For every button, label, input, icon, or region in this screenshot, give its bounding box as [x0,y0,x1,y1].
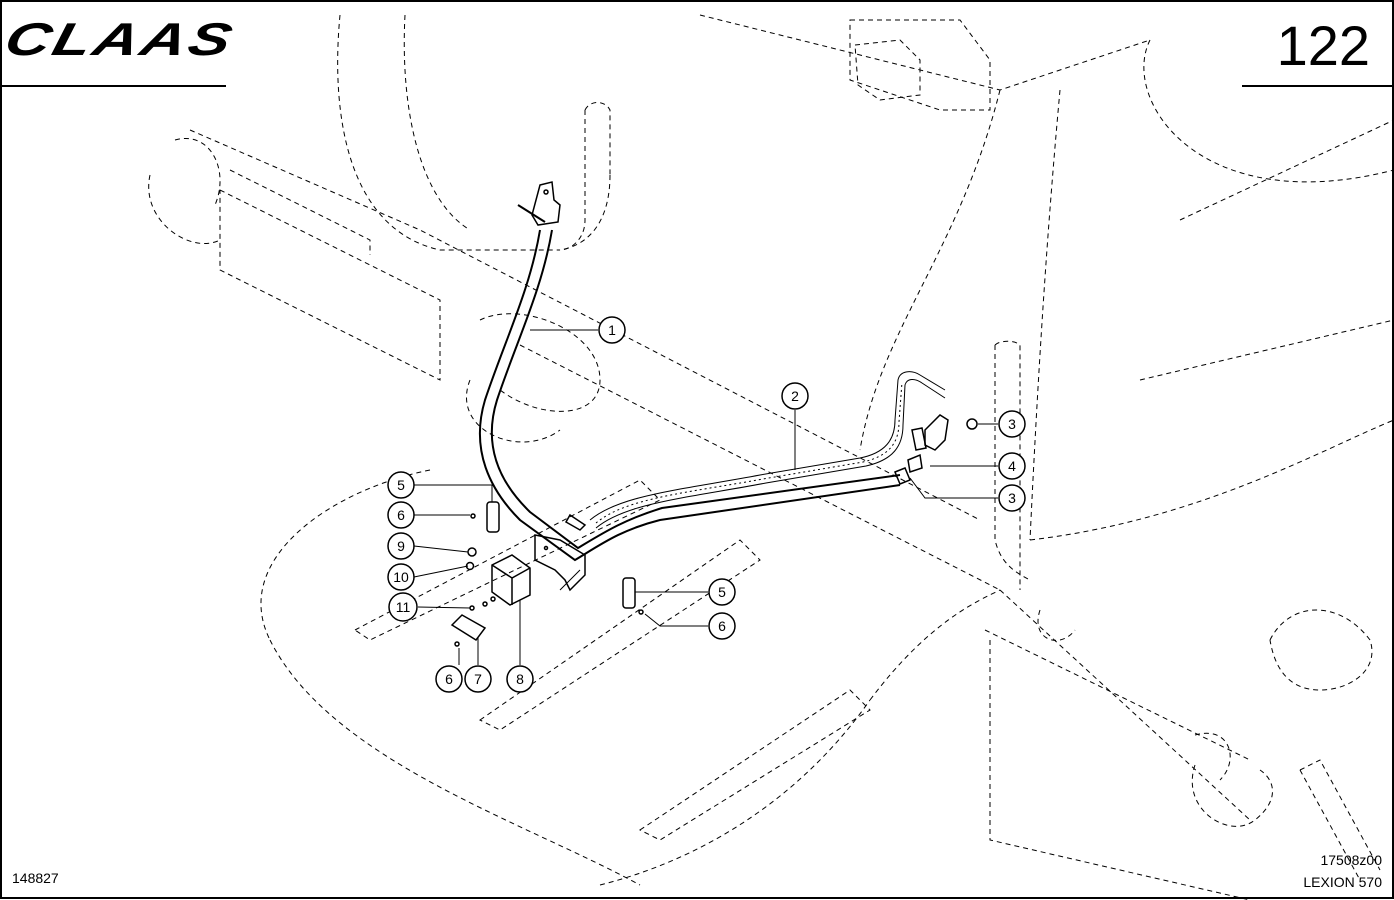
callout-labels: 1 2 3 4 3 5 6 9 10 11 5 6 6 7 8 [393,322,1016,687]
callout-label: 6 [445,671,453,687]
callout-circle-4 [998,452,1026,480]
callout-label: 3 [1008,490,1016,506]
lower-bracket [534,513,587,592]
callout-circle-6a [387,501,415,529]
callout-label: 10 [393,569,409,585]
document-id: 148827 [12,870,59,886]
page-number: 122 [1276,14,1370,77]
callout-circle-6b [708,612,736,640]
top-bracket [517,181,561,226]
callout-label: 5 [718,584,726,600]
brand-logo: CLAAS [0,13,241,65]
callout-circle-11 [388,592,418,622]
callout-circle-3b [998,484,1026,512]
right-bracket [894,414,978,485]
callout-circle-1 [598,316,626,344]
callout-label: 2 [791,388,799,404]
callout-circle-3a [998,410,1026,438]
callout-circle-5b [708,578,736,606]
callout-label: 4 [1008,458,1016,474]
model-name: LEXION 570 [1303,874,1382,890]
callout-label: 6 [718,618,726,634]
callout-label: 11 [396,599,411,615]
callout-label: 7 [474,671,482,687]
callout-circles [387,316,1026,693]
callout-label: 1 [608,322,616,338]
callout-circle-2 [781,382,809,410]
callout-label: 8 [516,671,524,687]
callout-label: 6 [397,507,405,523]
callout-label: 9 [397,538,405,554]
callout-circle-10 [387,563,415,591]
small-parts [450,501,644,647]
leader-lines [413,329,998,665]
background-machine-outline [148,14,1394,900]
hose-2 [589,371,946,529]
callout-circle-8 [506,665,534,693]
reference-code: 17508z00 [1320,852,1382,868]
callout-circle-6c [435,665,463,693]
callout-circle-7 [464,665,492,693]
callout-circle-9 [387,532,415,560]
callout-circle-5a [387,471,415,499]
pipe-1 [478,229,901,562]
callout-label: 3 [1008,416,1016,432]
callout-label: 5 [397,477,405,493]
